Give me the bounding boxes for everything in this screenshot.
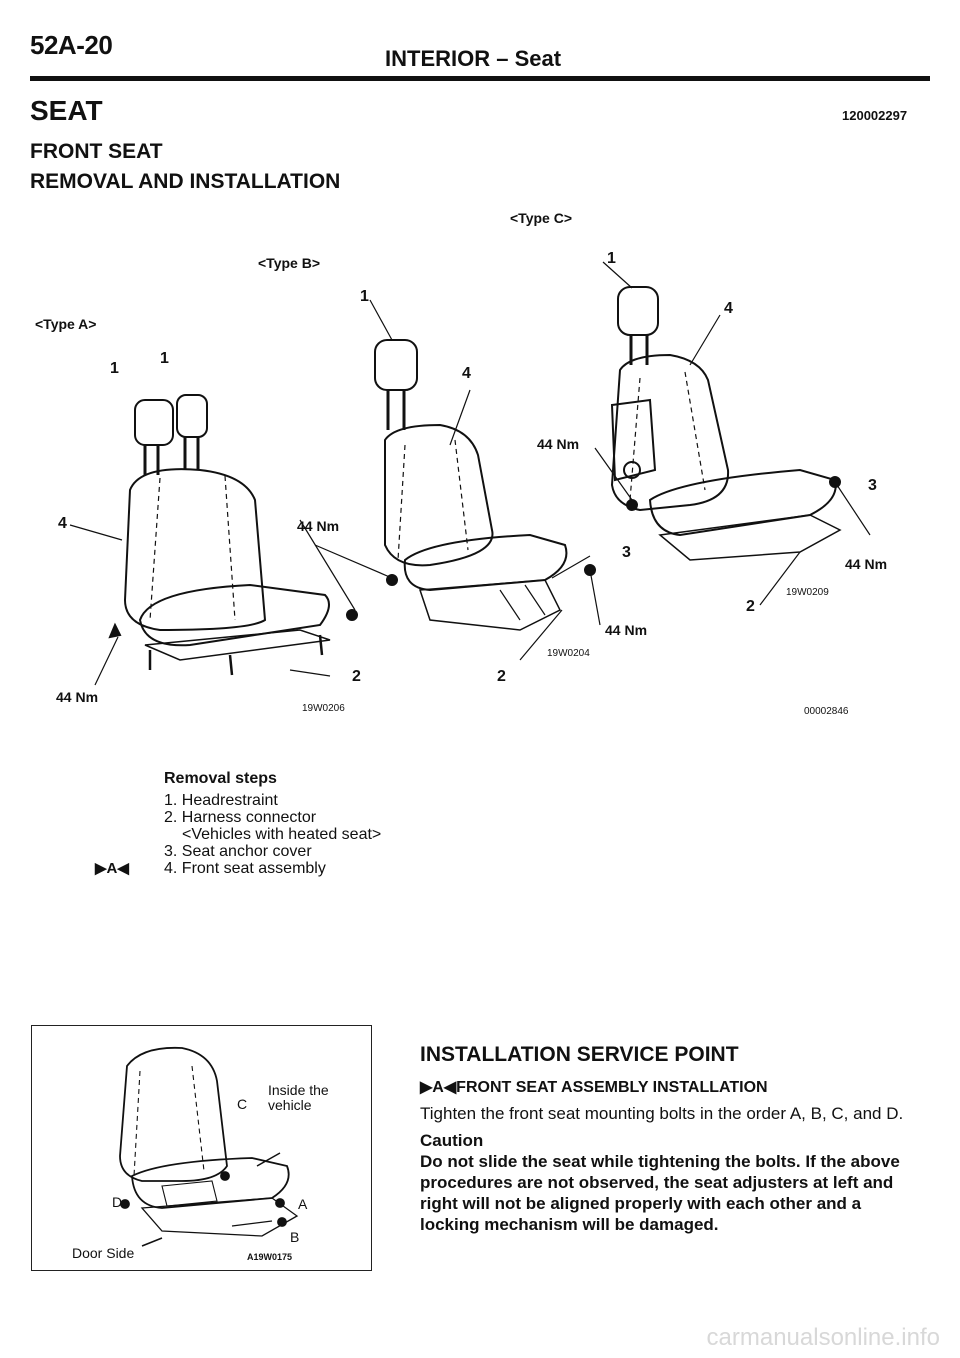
header-rule: [30, 76, 930, 81]
figure-code-type-c: 19W0209: [786, 587, 829, 598]
service-subheading-text: FRONT SEAT ASSEMBLY INSTALLATION: [456, 1079, 768, 1096]
figure-id: 00002846: [804, 706, 849, 717]
callout-1-type-c: 1: [607, 250, 616, 267]
caution-text: Do not slide the seat while tightening t…: [420, 1152, 900, 1234]
removal-steps: Removal steps 1. Headrestraint 2. Harnes…: [164, 770, 381, 877]
callout-3-type-c: 3: [868, 477, 877, 494]
section-title: INTERIOR – Seat: [385, 46, 562, 71]
callout-1-type-a-right: 1: [160, 350, 169, 367]
callout-4-type-c: 4: [724, 300, 733, 317]
torque-type-a-lower: 44 Nm: [56, 689, 99, 705]
bolt-order-seat-illustration: [119, 1046, 299, 1247]
subheading-front-seat: FRONT SEAT: [30, 140, 163, 163]
bolt-c-label: C: [237, 1096, 248, 1112]
callout-2-type-c: 2: [746, 598, 755, 615]
bolt-a-label: A: [298, 1196, 308, 1212]
seat-type-b-illustration: [314, 299, 601, 661]
callout-1-type-a-left: 1: [110, 360, 119, 377]
service-instruction: Tighten the front seat mounting bolts in…: [420, 1104, 904, 1123]
subheading-removal-installation: REMOVAL AND INSTALLATION: [30, 170, 341, 193]
caution-title: Caution: [420, 1131, 484, 1150]
installation-service-point: INSTALLATION SERVICE POINT ▶A◀FRONT SEAT…: [420, 1043, 920, 1235]
inside-vehicle-label: Inside the vehicle: [268, 1082, 329, 1113]
service-subheading: ▶A◀FRONT SEAT ASSEMBLY INSTALLATION: [420, 1077, 920, 1097]
callout-1-type-b: 1: [360, 288, 369, 305]
seat-type-a-illustration: [69, 394, 358, 686]
watermark: carmanualsonline.info: [706, 1324, 940, 1351]
callout-4-type-a: 4: [58, 515, 67, 532]
callout-2-type-a: 2: [352, 668, 361, 685]
type-b-label: <Type B>: [258, 255, 320, 271]
torque-type-a-upper: 44 Nm: [297, 518, 340, 534]
service-marker-a: ▶A◀: [95, 860, 129, 877]
inset-code: A19W0175: [247, 1252, 293, 1262]
service-marker: ▶A◀: [420, 1079, 457, 1096]
seat-diagram: [69, 261, 871, 686]
bolt-d-label: D: [112, 1194, 123, 1210]
figure-code-type-a: 19W0206: [302, 703, 345, 714]
step-4: 4. Front seat assembly: [164, 860, 326, 877]
step-3: 3. Seat anchor cover: [164, 843, 312, 860]
callout-4-type-b: 4: [462, 365, 471, 382]
bolt-order-inset: Inside the vehicle C D A B Door Side A19…: [31, 1025, 372, 1271]
service-heading: INSTALLATION SERVICE POINT: [420, 1043, 739, 1066]
step-2-note: <Vehicles with heated seat>: [182, 826, 382, 843]
step-2: 2. Harness connector: [164, 809, 317, 826]
callout-3-type-b: 3: [622, 544, 631, 561]
page-number: 52A-20: [30, 30, 113, 60]
type-a-label: <Type A>: [35, 316, 97, 332]
door-side-label: Door Side: [72, 1245, 135, 1261]
torque-type-b: 44 Nm: [605, 622, 648, 638]
type-c-label: <Type C>: [510, 210, 572, 226]
callout-2-type-b: 2: [497, 668, 506, 685]
seat-type-c-illustration: [594, 261, 871, 606]
figure-code-type-b: 19W0204: [547, 648, 590, 659]
torque-type-c-right: 44 Nm: [845, 556, 888, 572]
step-1: 1. Headrestraint: [164, 792, 278, 809]
page-heading: SEAT: [30, 95, 103, 126]
torque-type-c-left: 44 Nm: [537, 436, 580, 452]
bolt-b-label: B: [290, 1229, 300, 1245]
document-id: 120002297: [842, 108, 908, 123]
removal-steps-title: Removal steps: [164, 770, 277, 787]
